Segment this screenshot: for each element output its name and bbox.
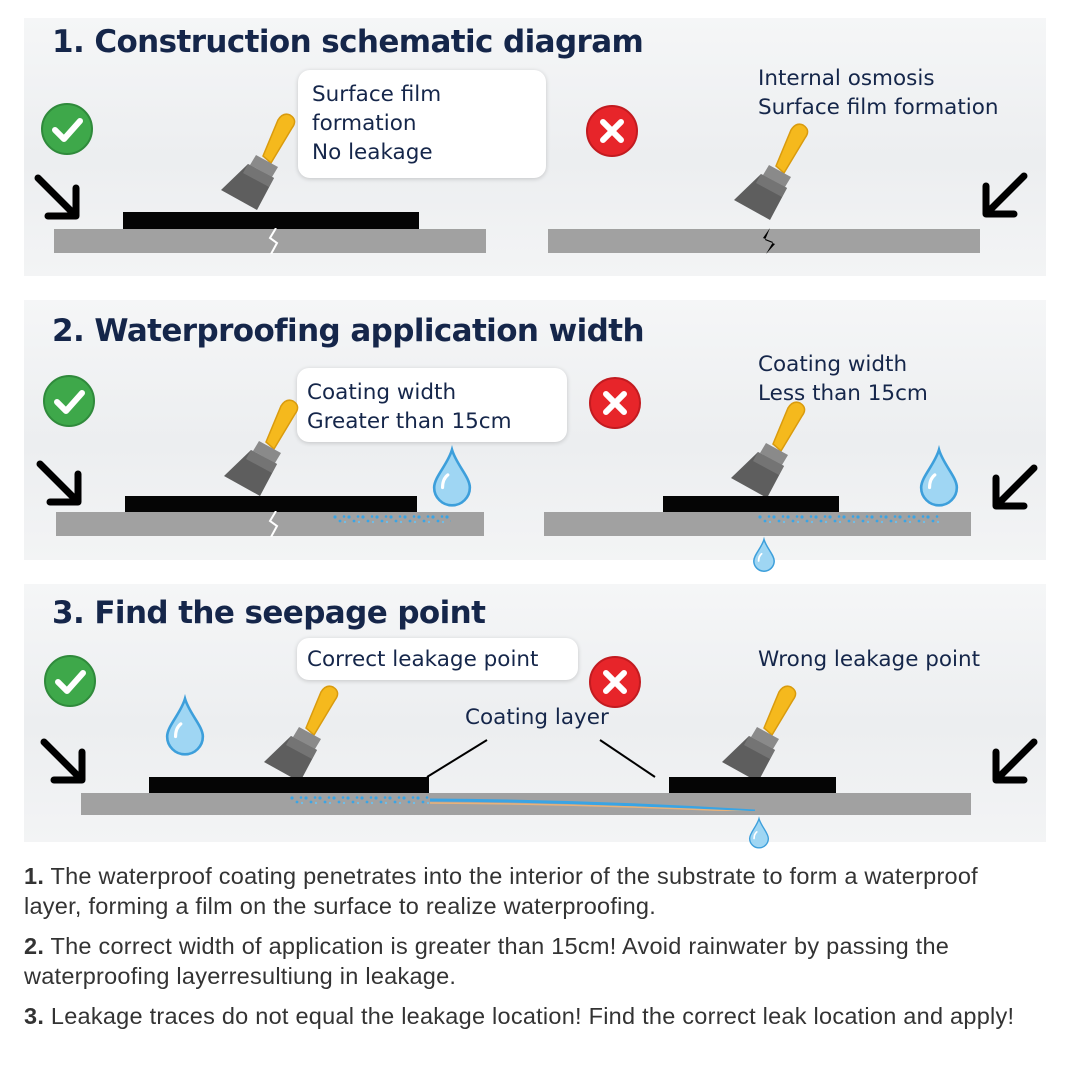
coating-layer [669,777,836,793]
label-bubble [297,368,567,442]
seepage-trace [290,795,755,811]
coating-layer [125,496,417,512]
seepage-trace [758,514,940,524]
section-1-wrong-label: Internal osmosis Surface film formation [758,66,999,120]
coating-layer-label: Coating layer [465,705,609,730]
paint-brush-icon [716,684,806,789]
substrate [548,229,980,253]
coating-layer [149,777,429,793]
coating-layer [123,212,419,229]
note-2: 2. The correct width of application is g… [24,933,950,989]
section-1-heading: 1. Construction schematic diagram [52,24,644,60]
section-2-wrong-label: Coating width Less than 15cm [758,352,928,406]
coating-layer [663,496,839,512]
section-3-wrong-label: Wrong leakage point [758,647,981,672]
section-1-correct-label: Surface film formation No leakage [312,82,442,165]
section-2-correct-label: Coating width Greater than 15cm [307,380,512,434]
notes-list: 1. The waterproof coating penetrates int… [24,861,1034,1041]
substrate [54,229,486,253]
label-bubble [298,70,546,178]
label-bubble [297,638,578,680]
note-1: 1. The waterproof coating penetrates int… [24,863,978,919]
water-drop-icon [748,816,770,850]
section-3-heading: 3. Find the seepage point [52,595,486,631]
section-2-heading: 2. Waterproofing application width [52,313,645,349]
section-3-correct-label: Correct leakage point [307,647,539,672]
note-3: 3. Leakage traces do not equal the leaka… [24,1003,1015,1029]
arrow-down-left-icon [990,736,1040,786]
seepage-trace [333,514,451,524]
